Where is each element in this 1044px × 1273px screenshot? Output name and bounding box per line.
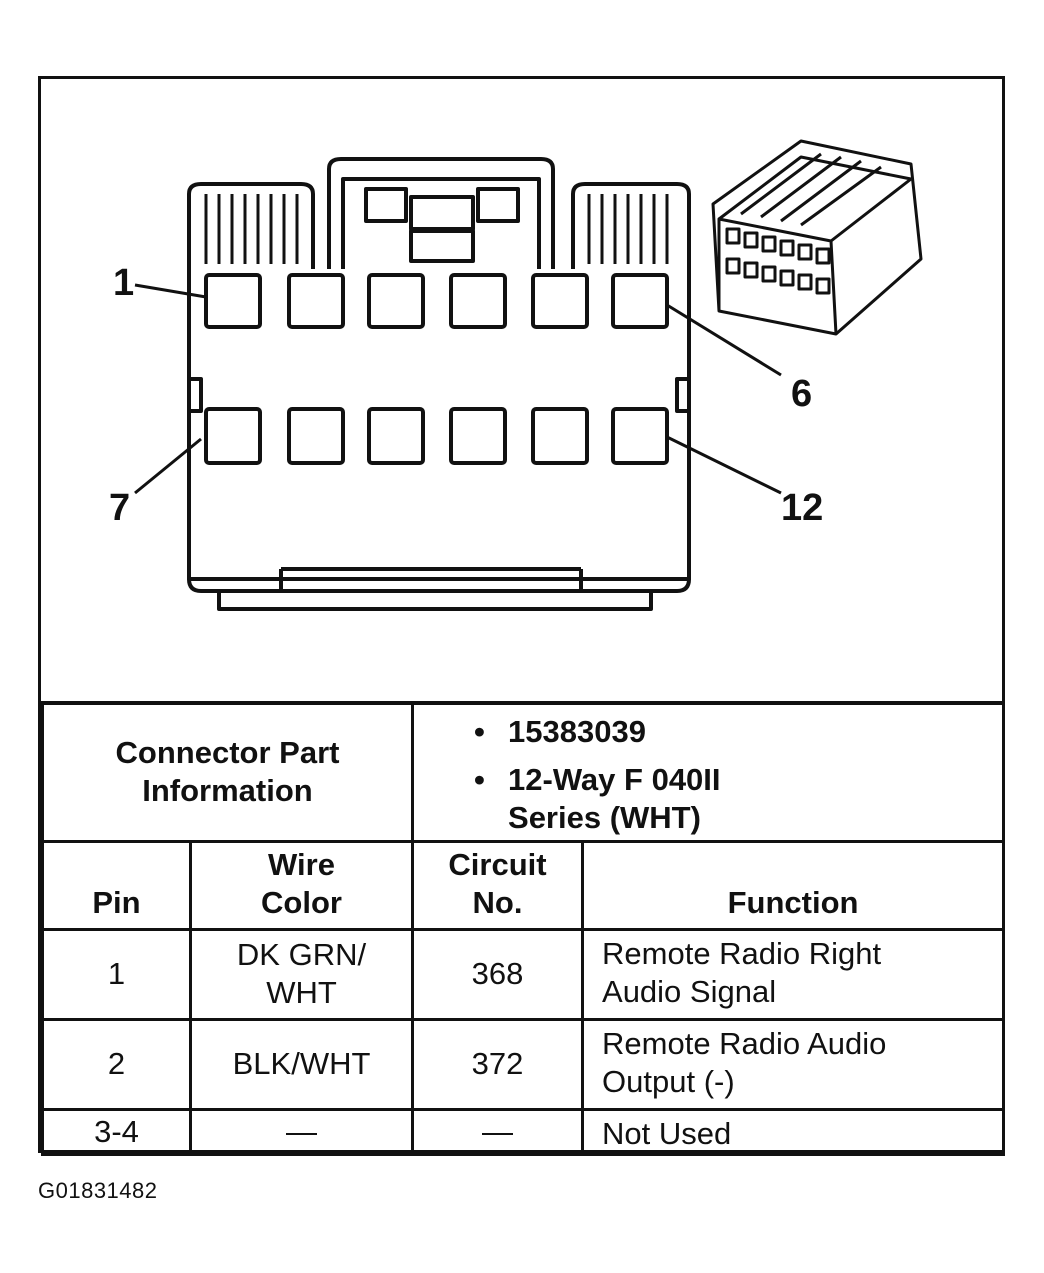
- pin-cell: 2: [41, 1017, 192, 1111]
- pin-6-callout: 6: [791, 373, 813, 415]
- table-row: 1 DK GRN/ WHT 368 Remote Radio Right Aud…: [41, 927, 1006, 1021]
- circuit-cell: —: [411, 1107, 585, 1156]
- pin-cell: 3-4: [41, 1107, 192, 1156]
- pin-7-callout: 7: [109, 487, 131, 529]
- wire-color-cell: BLK/WHT: [188, 1017, 415, 1111]
- table-row: 2 BLK/WHT 372 Remote Radio Audio Output …: [41, 1017, 1006, 1111]
- figure-id: G01831482: [38, 1178, 158, 1203]
- function-header: Function: [581, 839, 1006, 931]
- function-cell: Not Used: [581, 1107, 1006, 1156]
- function-cell: Remote Radio Audio Output (-): [581, 1017, 1006, 1111]
- connector-diagram: 1 6 7 12: [41, 79, 1002, 701]
- connector-type-item: •12-Way F 040II Series (WHT): [474, 762, 721, 835]
- connector-info-values: •15383039 •12-Way F 040II Series (WHT): [411, 701, 1006, 843]
- pin-cell: 1: [41, 927, 192, 1021]
- connector-figure-frame: 1 6 7 12 Connector Part Information •153…: [38, 76, 1006, 1156]
- circuit-cell: 372: [411, 1017, 585, 1111]
- wire-color-cell: —: [188, 1107, 415, 1156]
- wire-color-header: Wire Color: [188, 839, 415, 931]
- part-number-item: •15383039: [474, 714, 646, 749]
- connector-face-drawing: [134, 139, 923, 611]
- wire-color-cell: DK GRN/ WHT: [188, 927, 415, 1021]
- pin-12-callout: 12: [781, 487, 824, 529]
- connector-pinout-table: Connector Part Information •15383039 •12…: [40, 701, 1006, 1156]
- pin-1-callout: 1: [113, 262, 135, 304]
- column-header-row: Pin Wire Color Circuit No. Function: [41, 839, 1006, 931]
- connector-info-row: Connector Part Information •15383039 •12…: [40, 701, 1006, 843]
- pin-header: Pin: [41, 839, 192, 931]
- function-cell: Remote Radio Right Audio Signal: [581, 927, 1006, 1021]
- circuit-cell: 368: [411, 927, 585, 1021]
- table-row: 3-4 — — Not Used: [41, 1107, 1006, 1156]
- circuit-header: Circuit No.: [411, 839, 585, 931]
- connector-info-label: Connector Part Information: [40, 701, 415, 843]
